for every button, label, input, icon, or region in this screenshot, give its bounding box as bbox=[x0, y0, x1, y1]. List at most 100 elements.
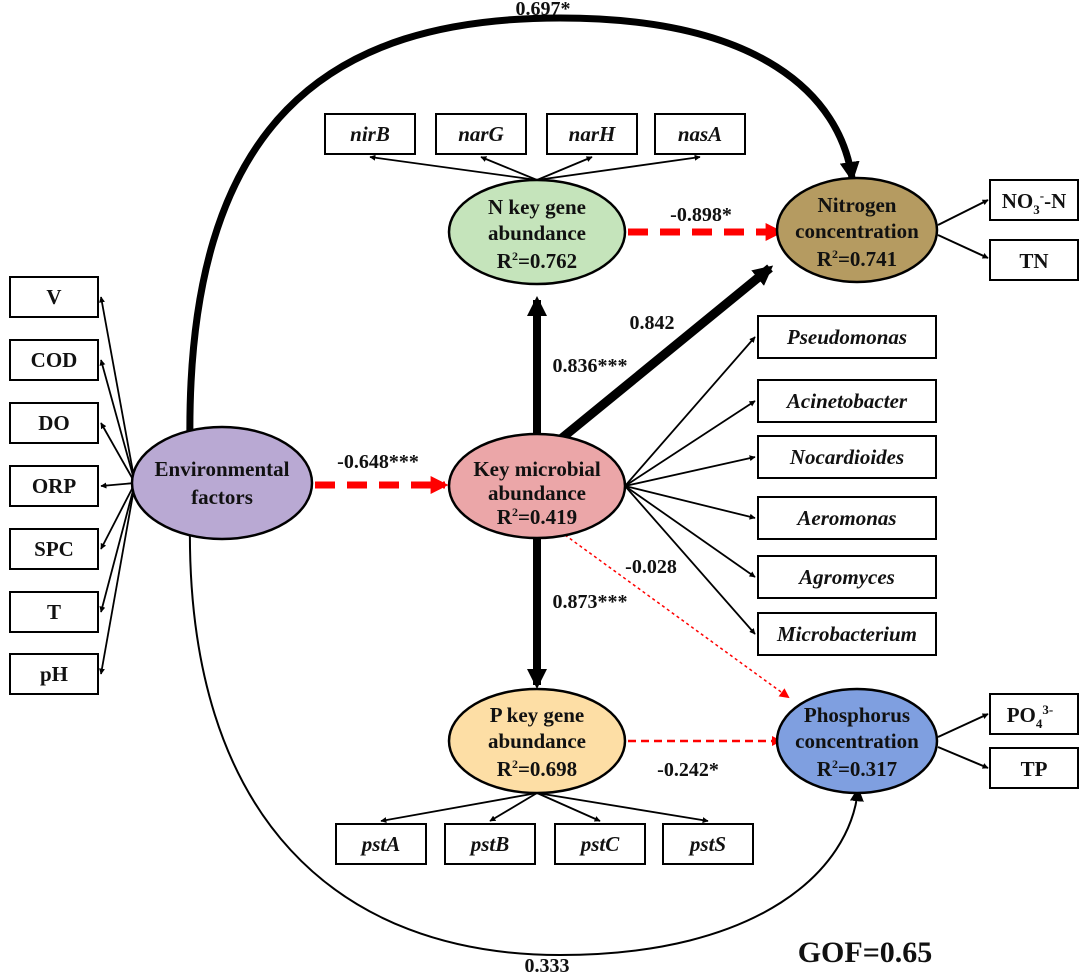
node-key-microbial-abundance: Key microbial abundance R2=0.419 bbox=[447, 432, 627, 540]
microbe-indicator-agromyces: Agromyces bbox=[757, 555, 937, 599]
coef-env-to-phosphorus: 0.333 bbox=[525, 955, 570, 975]
env-indicator-v: V bbox=[9, 276, 99, 318]
microbe-indicator-nocardioides: Nocardioides bbox=[757, 435, 937, 479]
svg-text:R2=0.698: R2=0.698 bbox=[497, 757, 577, 781]
n-gene-indicator-narh: narH bbox=[546, 113, 638, 155]
arrow-p-gene-psts bbox=[536, 792, 709, 824]
microbe-indicator-microbacterium: Microbacterium bbox=[757, 612, 937, 656]
p-gene-indicator-arrows bbox=[380, 792, 709, 824]
env-indicator-arrows bbox=[98, 296, 136, 675]
n-gene-indicator-narg: narG bbox=[435, 113, 527, 155]
env-indicator-t: T bbox=[9, 591, 99, 633]
svg-text:pstA: pstA bbox=[360, 832, 401, 856]
coef-env-to-nitrogen: 0.697* bbox=[516, 0, 571, 20]
arrow-microbe-pseudomonas bbox=[624, 336, 756, 487]
svg-text:Environmental: Environmental bbox=[155, 457, 290, 481]
gof-label: GOF=0.65 bbox=[798, 936, 933, 969]
svg-text:concentration: concentration bbox=[795, 729, 919, 753]
svg-text:NO3--N: NO3--N bbox=[1002, 188, 1067, 217]
svg-text:Nocardioides: Nocardioides bbox=[789, 445, 904, 469]
nitrogen-indicator-arrows bbox=[937, 199, 989, 259]
indicator-tn: TN bbox=[989, 239, 1079, 281]
indicator-no3-n: NO3--N bbox=[989, 179, 1079, 221]
svg-text:TP: TP bbox=[1021, 757, 1048, 781]
path-microbial-to-nitrogen bbox=[559, 264, 774, 442]
arrow-env-ph bbox=[98, 482, 136, 675]
p-gene-indicator-pstb: pstB bbox=[444, 823, 536, 865]
svg-text:abundance: abundance bbox=[488, 221, 586, 245]
svg-text:TN: TN bbox=[1019, 249, 1048, 273]
path-env-to-nitrogen bbox=[186, 14, 860, 446]
microbe-indicator-boxes: PseudomonasAcinetobacterNocardioidesAero… bbox=[757, 315, 937, 656]
svg-text:DO: DO bbox=[38, 411, 70, 435]
microbe-indicator-pseudomonas: Pseudomonas bbox=[757, 315, 937, 359]
svg-text:Phosphorus: Phosphorus bbox=[804, 703, 910, 727]
svg-text:pH: pH bbox=[40, 662, 68, 686]
arrow-microbe-aeromonas bbox=[624, 485, 756, 520]
svg-text:ORP: ORP bbox=[32, 474, 77, 498]
n-gene-indicator-nirb: nirB bbox=[324, 113, 416, 155]
svg-text:R2=0.762: R2=0.762 bbox=[497, 249, 577, 273]
env-indicator-boxes: V COD DO ORP SPC TpH bbox=[9, 276, 99, 695]
svg-text:R2=0.317: R2=0.317 bbox=[817, 757, 897, 781]
svg-text:Pseudomonas: Pseudomonas bbox=[786, 325, 907, 349]
node-nitrogen-concentration: Nitrogen concentration R2=0.741 bbox=[775, 176, 939, 284]
svg-text:factors: factors bbox=[191, 485, 253, 509]
indicator-po4: PO43- bbox=[989, 693, 1079, 735]
arrow-env-cod bbox=[99, 359, 136, 484]
path-env-to-phosphorus bbox=[188, 519, 864, 957]
p-gene-indicator-psts: pstS bbox=[662, 823, 754, 865]
svg-text:pstB: pstB bbox=[469, 832, 510, 856]
svg-text:T: T bbox=[47, 600, 61, 624]
n-gene-indicator-nasa: nasA bbox=[654, 113, 746, 155]
node-phosphorus-concentration: Phosphorus concentration R2=0.317 bbox=[775, 687, 939, 795]
arrow-env-orp bbox=[100, 482, 136, 489]
arrow-n-gene-nirb bbox=[369, 154, 538, 181]
node-environmental-factors: Environmental factors bbox=[130, 425, 314, 541]
svg-text:concentration: concentration bbox=[795, 219, 919, 243]
p-gene-indicator-psta: pstA bbox=[335, 823, 427, 865]
arrow-microbe-nocardioides bbox=[624, 455, 756, 487]
n-gene-indicator-arrows bbox=[369, 154, 701, 181]
arrow-env-do bbox=[100, 422, 136, 484]
svg-text:Aeromonas: Aeromonas bbox=[795, 506, 896, 530]
coef-microbial-to-n-gene: 0.836*** bbox=[553, 355, 628, 377]
svg-text:Key microbial: Key microbial bbox=[473, 457, 601, 481]
arrow-p-gene-pstc bbox=[536, 792, 601, 822]
svg-text:SPC: SPC bbox=[34, 537, 74, 561]
arrow-microbe-acinetobacter bbox=[624, 400, 756, 487]
microbe-indicator-aeromonas: Aeromonas bbox=[757, 496, 937, 540]
arrow-n-gene-nasa bbox=[536, 154, 701, 181]
svg-text:abundance: abundance bbox=[488, 729, 586, 753]
coef-microbial-to-p-gene: 0.873*** bbox=[553, 591, 628, 613]
svg-text:R2=0.741: R2=0.741 bbox=[817, 247, 897, 271]
microbe-indicator-arrows bbox=[624, 336, 756, 635]
env-indicator-do: DO bbox=[9, 402, 99, 444]
arrow-p-gene-psta bbox=[380, 792, 538, 823]
arrow-env-t bbox=[99, 482, 136, 613]
svg-text:Nitrogen: Nitrogen bbox=[818, 193, 897, 217]
arrow-microbe-microbacterium bbox=[624, 485, 756, 635]
node-n-key-gene-abundance: N key gene abundance R2=0.762 bbox=[447, 178, 627, 286]
coef-microbial-to-nitrogen: 0.842 bbox=[630, 312, 675, 334]
arrow-n-gene-narg bbox=[480, 156, 538, 181]
microbe-indicator-acinetobacter: Acinetobacter bbox=[757, 379, 937, 423]
path-microbial-to-phosphorus bbox=[564, 534, 790, 699]
svg-text:Agromyces: Agromyces bbox=[797, 565, 895, 589]
env-indicator-spc: SPC bbox=[9, 528, 99, 570]
svg-text:COD: COD bbox=[31, 348, 78, 372]
arrow-microbe-agromyces bbox=[624, 485, 756, 578]
indicator-tp: TP bbox=[989, 747, 1079, 789]
svg-text:abundance: abundance bbox=[488, 481, 586, 505]
coef-p-gene-to-phosphorus: -0.242* bbox=[657, 759, 719, 781]
svg-text:nasA: nasA bbox=[678, 122, 722, 146]
arrow-p-gene-pstb bbox=[489, 792, 538, 822]
svg-text:P key gene: P key gene bbox=[490, 703, 585, 727]
svg-text:V: V bbox=[46, 285, 61, 309]
node-p-key-gene-abundance: P key gene abundance R2=0.698 bbox=[447, 687, 627, 795]
svg-text:Microbacterium: Microbacterium bbox=[776, 622, 917, 646]
svg-text:Acinetobacter: Acinetobacter bbox=[785, 389, 908, 413]
